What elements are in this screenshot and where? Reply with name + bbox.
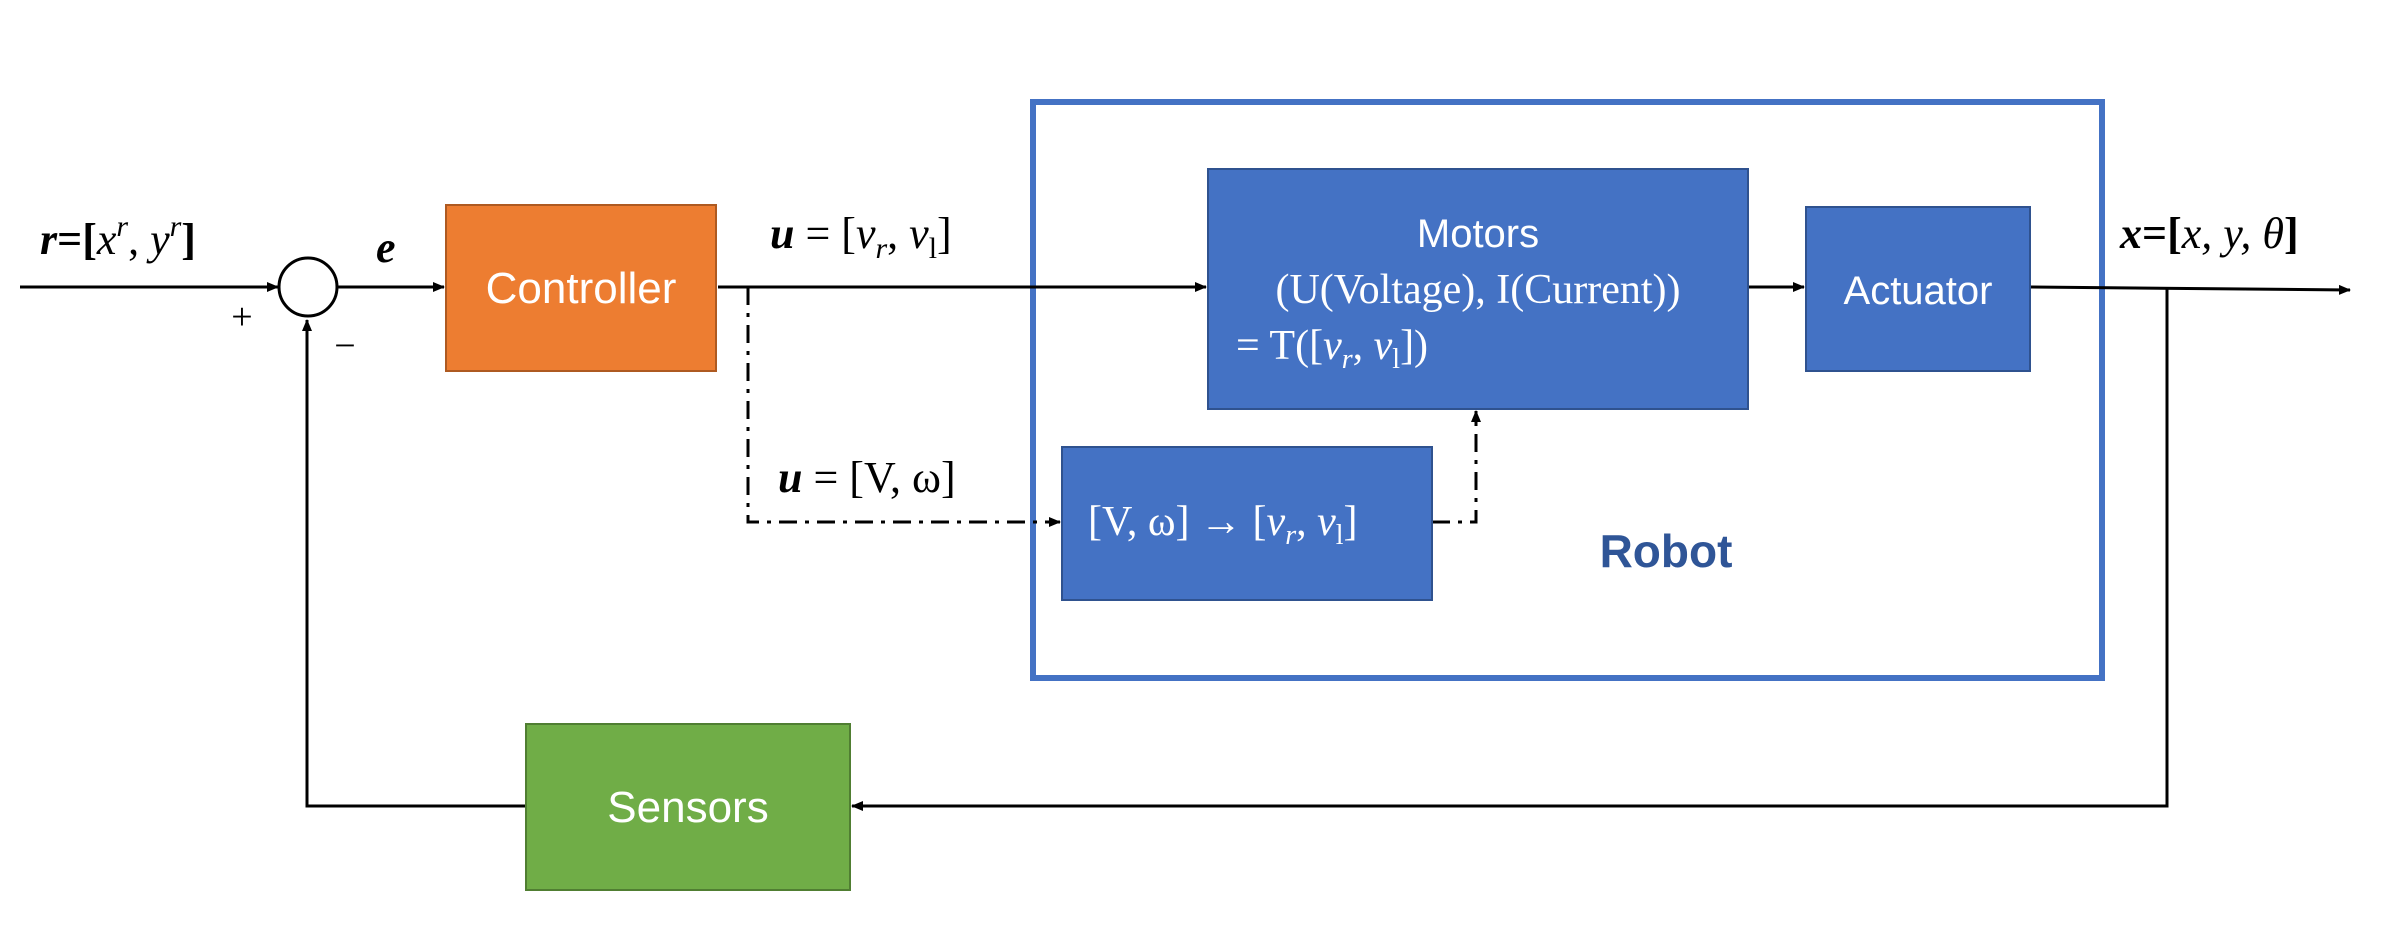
converter-to-motors-path bbox=[1432, 410, 1481, 524]
reference-signal-label: r=[xr, yr] bbox=[40, 210, 196, 264]
output-signal-label: x=[x, y, θ] bbox=[2119, 209, 2299, 258]
plus-sign: + bbox=[231, 296, 252, 338]
controller-block bbox=[445, 204, 717, 372]
motors-transform: = T([vr, vl]) bbox=[1236, 323, 1428, 375]
minus-sign: − bbox=[334, 325, 355, 367]
converter-label: [V, ω] → [vr, vl] bbox=[1088, 499, 1358, 551]
summing-junction bbox=[277, 256, 339, 318]
sensors-label: Sensors bbox=[607, 783, 768, 832]
control-input-label: u = [vr, vl] bbox=[770, 209, 952, 265]
feedback-path-left bbox=[302, 319, 526, 808]
converter-block bbox=[1061, 446, 1433, 601]
output-line bbox=[2029, 284, 2351, 295]
controller-label: Controller bbox=[486, 264, 677, 313]
motors-voltage-current: (U(Voltage), I(Current)) bbox=[1275, 267, 1680, 313]
alt-control-input-label: u = [V, ω] bbox=[778, 453, 956, 502]
actuator-label: Actuator bbox=[1844, 269, 1993, 313]
feedback-path-right bbox=[851, 287, 2169, 811]
motors-block bbox=[1207, 168, 1749, 410]
robot-frame bbox=[1030, 99, 2105, 681]
motors-title: Motors bbox=[1417, 212, 1539, 256]
robot-label: Robot bbox=[1600, 525, 1733, 577]
alternative-path bbox=[746, 287, 1061, 527]
actuator-block bbox=[1805, 206, 2031, 372]
error-signal-label: e bbox=[376, 223, 396, 272]
sensors-block bbox=[525, 723, 851, 891]
